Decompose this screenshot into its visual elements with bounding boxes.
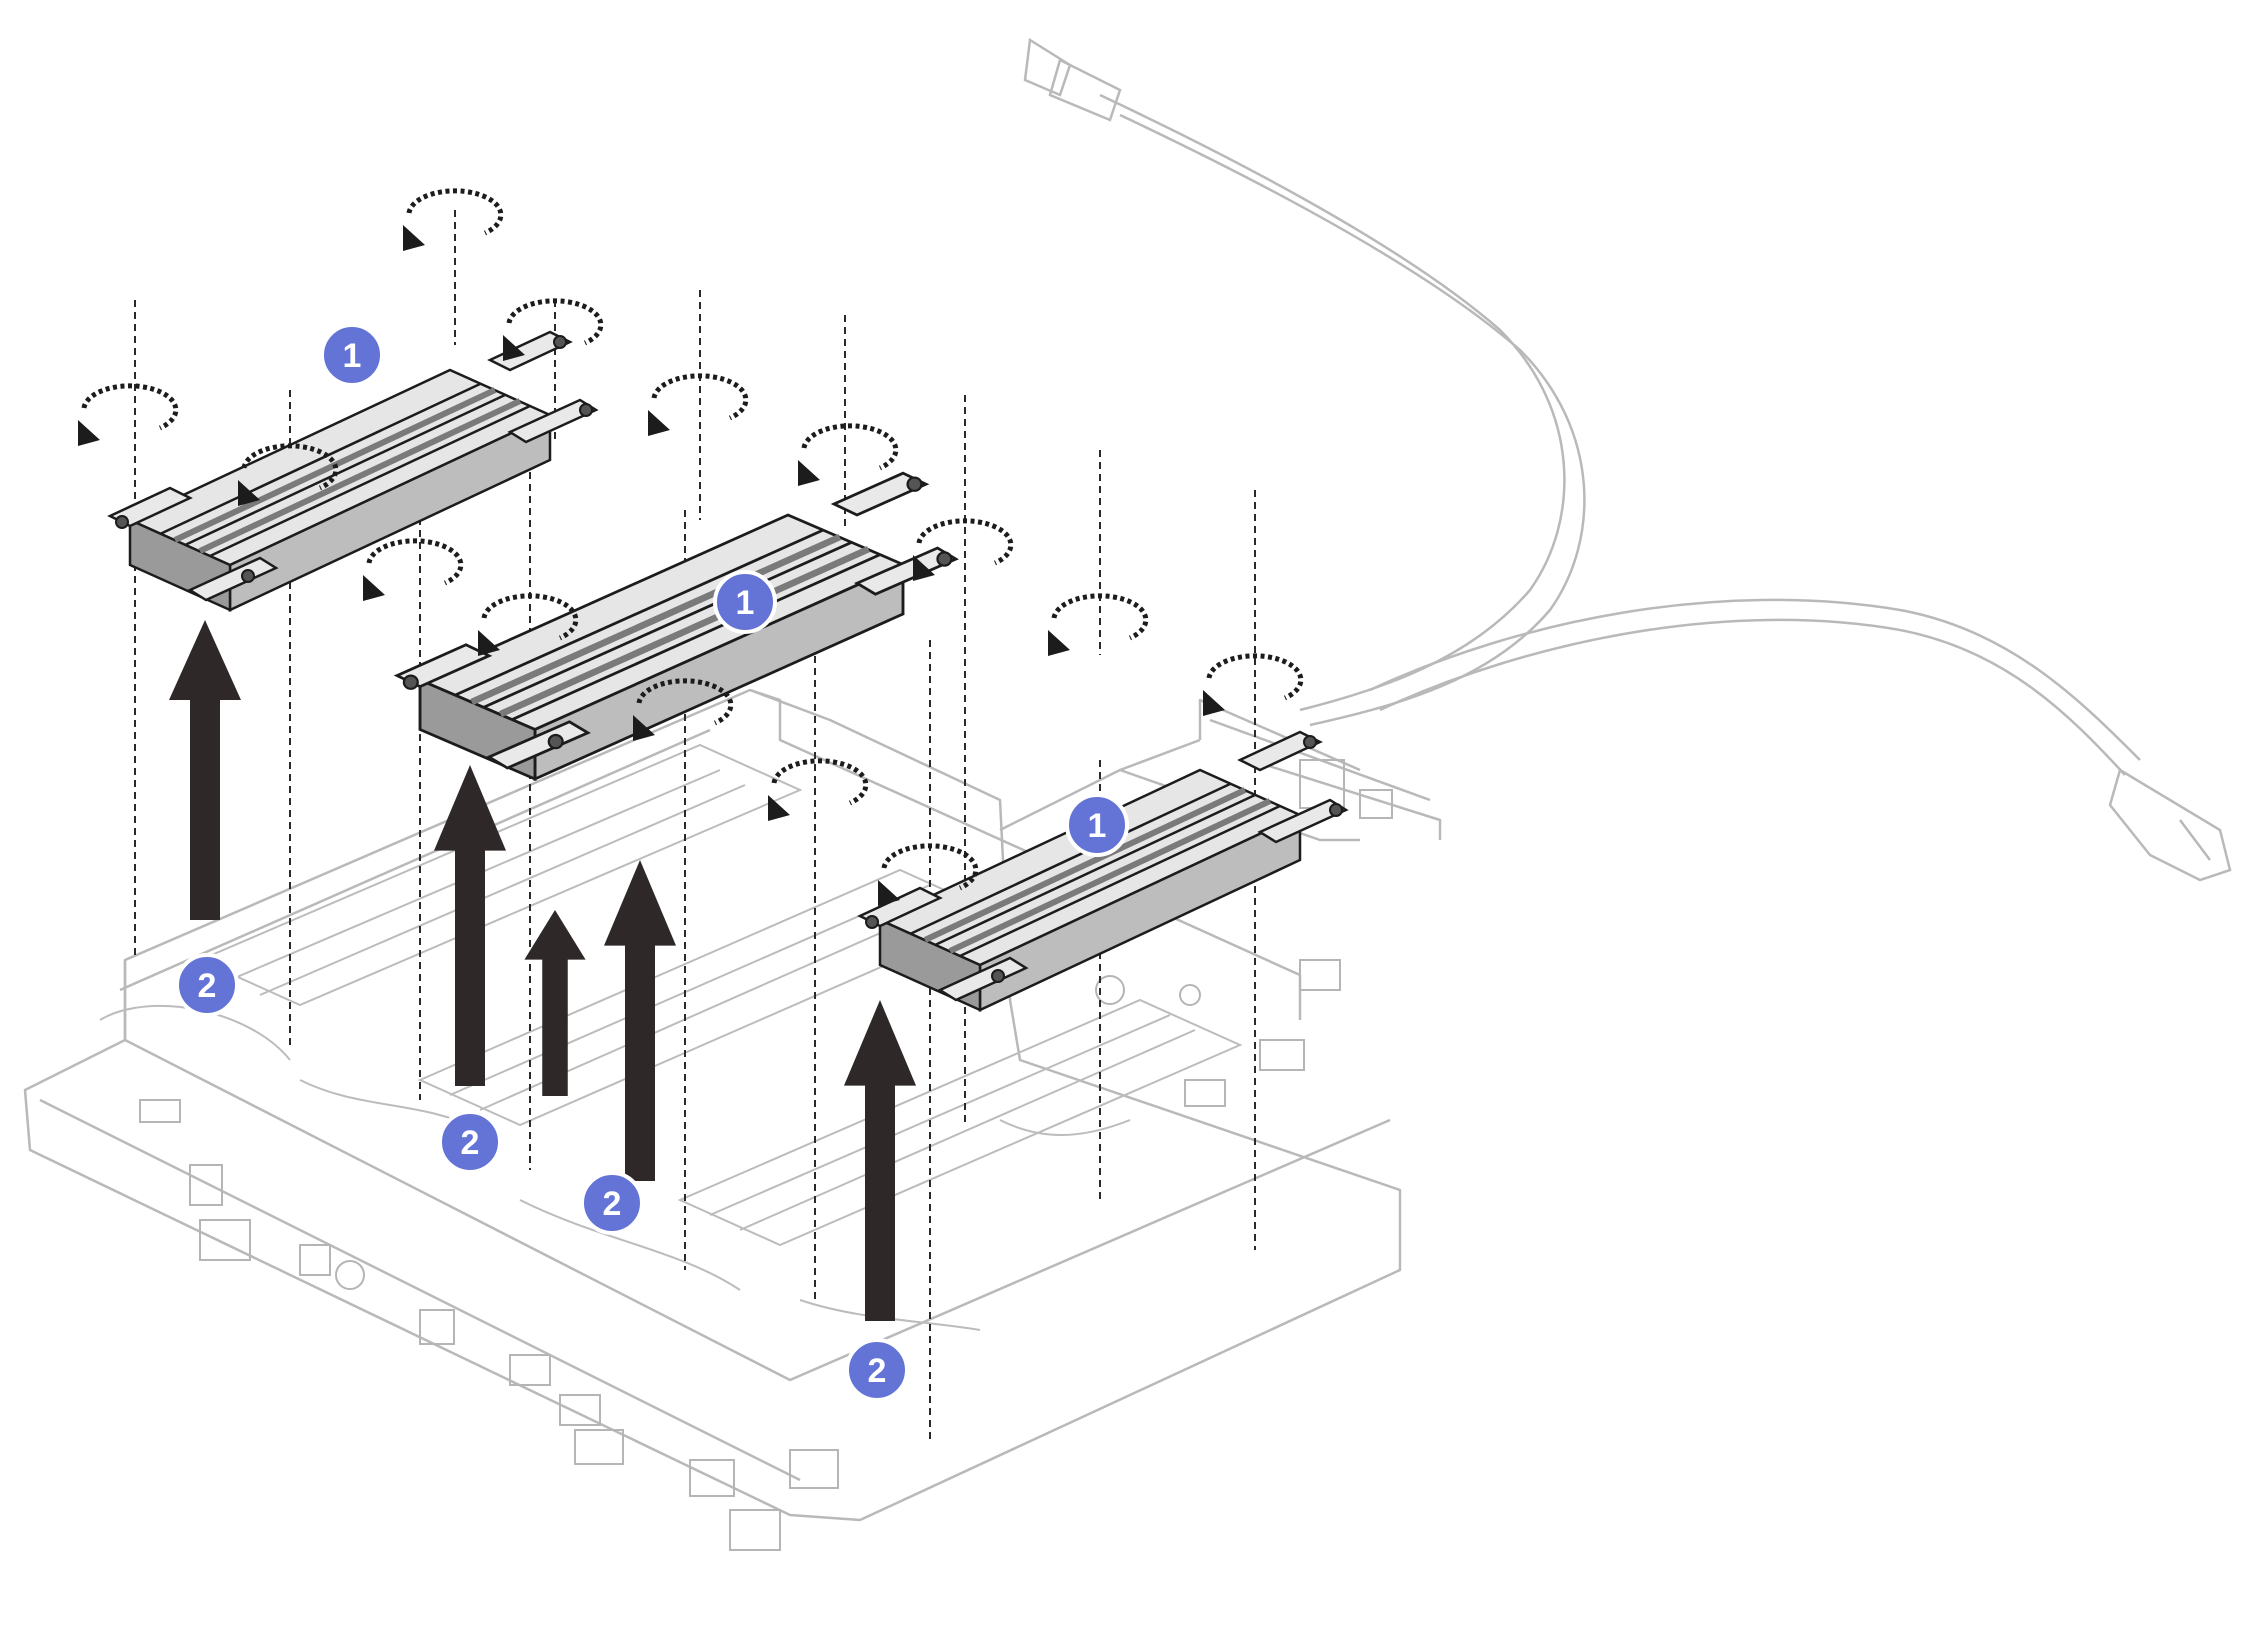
lift-up-arrow-icon <box>844 1000 916 1321</box>
coolant-hoses <box>1023 37 2232 882</box>
screw-rotate-icon <box>503 301 601 361</box>
step-badge-icon: 2 <box>845 1338 909 1402</box>
alignment-lines <box>134 210 1256 1440</box>
screw-rotate-icon <box>768 761 866 821</box>
step-2-label: 2 <box>461 1124 480 1162</box>
step-badge-icon: 2 <box>438 1110 502 1174</box>
screw-rotate-icon <box>78 386 176 446</box>
step-2-label: 2 <box>868 1352 887 1390</box>
step-badge-icon: 1 <box>1065 793 1129 857</box>
bracket-module-right <box>860 732 1346 1010</box>
bracket-module-center <box>397 473 956 779</box>
screw-rotate-icon <box>1048 596 1146 656</box>
step-1-label: 1 <box>1088 807 1107 845</box>
step-badge-icon: 2 <box>175 953 239 1017</box>
screw-rotate-icon <box>363 541 461 601</box>
step-badge-icon: 2 <box>580 1171 644 1235</box>
screw-rotate-icon <box>798 426 896 486</box>
screw-rotate-icon <box>1203 656 1301 716</box>
step-badge-icon: 1 <box>713 570 777 634</box>
screw-rotate-icon <box>648 376 746 436</box>
step-1-label: 1 <box>343 337 362 375</box>
lift-up-arrow-icon <box>434 765 506 1086</box>
lift-up-arrow-icon <box>169 620 241 920</box>
step-2-label: 2 <box>198 967 217 1005</box>
step-2-label: 2 <box>603 1185 622 1223</box>
screw-rotate-icon <box>403 191 501 251</box>
step-badge-icon: 1 <box>320 323 384 387</box>
lift-up-arrow-icon <box>604 860 676 1181</box>
board-connectors <box>139 759 1393 1551</box>
step-1-label: 1 <box>736 584 755 622</box>
